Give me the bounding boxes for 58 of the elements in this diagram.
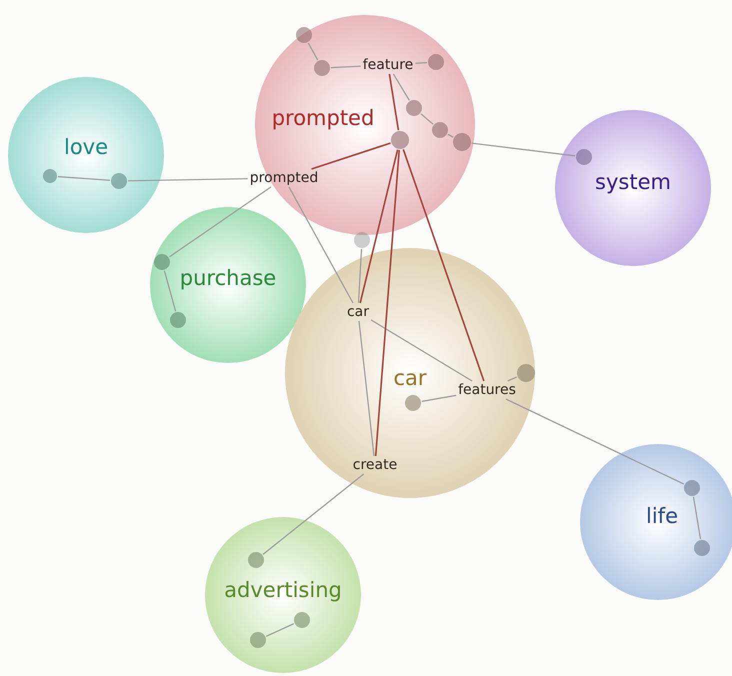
- connector-line: [308, 42, 318, 60]
- node-dot: [294, 612, 310, 628]
- node-dot: [250, 632, 266, 648]
- node-dot: [432, 122, 448, 138]
- connector-line: [420, 113, 434, 125]
- connector-line: [169, 186, 272, 258]
- connector-line: [262, 474, 364, 555]
- connector-line: [374, 150, 400, 456]
- node-dot: [453, 133, 471, 151]
- connector-line: [266, 623, 294, 637]
- connector-line: [506, 398, 684, 485]
- node-dot: [354, 232, 370, 248]
- node-dot: [684, 480, 700, 496]
- connector-line: [358, 320, 375, 456]
- connector-line: [330, 66, 361, 68]
- cluster-label: system: [595, 170, 671, 194]
- connector-line: [128, 178, 248, 182]
- connector-line: [359, 150, 398, 304]
- connector-line: [311, 142, 391, 170]
- connector-line: [415, 62, 428, 64]
- node-dot: [170, 312, 186, 328]
- connector-line: [358, 248, 362, 304]
- cluster-label: purchase: [180, 266, 276, 290]
- node-dot: [43, 169, 57, 183]
- word-label: create: [352, 457, 398, 473]
- cluster-label: prompted: [272, 106, 374, 130]
- connector-line: [422, 394, 456, 402]
- cluster-label: car: [393, 366, 427, 390]
- node-dot: [405, 395, 421, 411]
- node-dot: [111, 173, 127, 189]
- node-dot: [406, 100, 422, 116]
- connector-line: [692, 496, 702, 540]
- cluster-label: advertising: [224, 578, 342, 602]
- connector-line: [448, 134, 454, 138]
- connector-line: [472, 142, 576, 156]
- node-dot: [391, 131, 409, 149]
- node-dot: [248, 552, 264, 568]
- node-dot: [296, 27, 312, 43]
- node-dot: [517, 364, 535, 382]
- connector-line: [507, 376, 518, 382]
- node-dot: [576, 149, 592, 165]
- node-dot: [154, 254, 170, 270]
- word-label: feature: [362, 57, 414, 73]
- word-label: features: [458, 382, 516, 398]
- word-label: car: [346, 304, 370, 320]
- connector-line: [370, 319, 472, 382]
- connector-line: [402, 149, 485, 382]
- connector-line: [388, 74, 400, 130]
- node-dot: [694, 540, 710, 556]
- connector-line: [392, 74, 410, 101]
- connector-line: [58, 176, 110, 181]
- connector-line: [288, 186, 354, 304]
- word-label: prompted: [250, 170, 318, 186]
- node-dot: [314, 60, 330, 76]
- cluster-label: life: [646, 504, 678, 528]
- node-dot: [428, 54, 444, 70]
- connector-line: [164, 270, 176, 312]
- cluster-label: love: [64, 135, 108, 159]
